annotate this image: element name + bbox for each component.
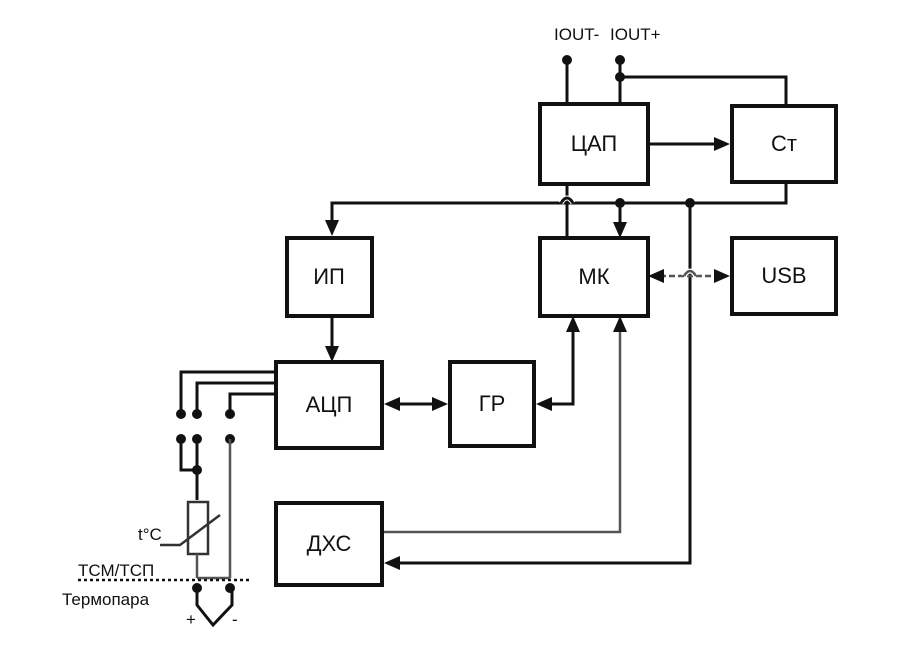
block-mk: МК: [538, 236, 650, 318]
terminal-2a: [192, 409, 202, 419]
block-ip: ИП: [285, 236, 374, 318]
adc-input-1: [179, 370, 274, 414]
rtd-label: ТСМ/ТСП: [78, 561, 154, 580]
usb-label: USB: [761, 263, 806, 288]
arrow-mk-usb: [714, 269, 730, 283]
adc-label: АЦП: [306, 392, 353, 417]
tc-plus: +: [186, 610, 196, 629]
block-dhs: ДХС: [274, 501, 384, 587]
st-label: Ст: [771, 131, 797, 156]
temp-label: t°C: [138, 525, 162, 544]
dhs-label: ДХС: [307, 531, 352, 556]
arrow-mk-gr: [536, 397, 552, 411]
arrow-bus-mk: [613, 222, 627, 238]
arrow-to-ip: [325, 220, 339, 236]
rtd-tilt-line: [160, 514, 221, 547]
block-usb: USB: [730, 236, 838, 316]
arrow-adc-gr: [432, 397, 448, 411]
wire-dhs-mk: [384, 330, 622, 534]
arrow-gr-adc: [384, 397, 400, 411]
wire-bus-dhs: [400, 203, 692, 565]
thermocouple-label: Термопара: [62, 590, 150, 609]
tc-minus: -: [232, 610, 238, 629]
junction-rtd: [192, 465, 202, 475]
block-st: Ст: [730, 104, 838, 184]
arrow-usb-mk: [648, 269, 664, 283]
arrow-dac-st: [714, 137, 730, 151]
wire-hop: [559, 196, 575, 204]
wire-gr-mk: [550, 328, 575, 406]
iout-minus-label: IOUT-: [554, 25, 599, 44]
gr-label: ГР: [479, 391, 506, 416]
dac-label: ЦАП: [571, 131, 618, 156]
mk-label: МК: [578, 264, 609, 289]
wire-bus: [330, 183, 788, 226]
ip-label: ИП: [313, 264, 345, 289]
rtd-resistor: [186, 500, 210, 556]
arrow-dhs-mk: [613, 316, 627, 332]
block-adc: АЦП: [274, 360, 384, 450]
iout-plus-label: IOUT+: [610, 25, 661, 44]
terminal-iout-minus: [562, 55, 572, 65]
adc-input-3: [228, 392, 274, 414]
arrow-gr-mk: [566, 316, 580, 332]
block-gr: ГР: [448, 360, 536, 448]
adc-input-2: [195, 381, 274, 414]
wire-iout-to-st: [620, 75, 788, 106]
terminal-3a: [225, 409, 235, 419]
block-dac: ЦАП: [538, 102, 650, 186]
terminal-1a: [176, 409, 186, 419]
terminal-iout-plus: [615, 55, 625, 65]
arrow-ip-adc: [325, 346, 339, 362]
thermocouple-symbol: [195, 588, 234, 628]
arrow-to-dhs: [384, 556, 400, 570]
